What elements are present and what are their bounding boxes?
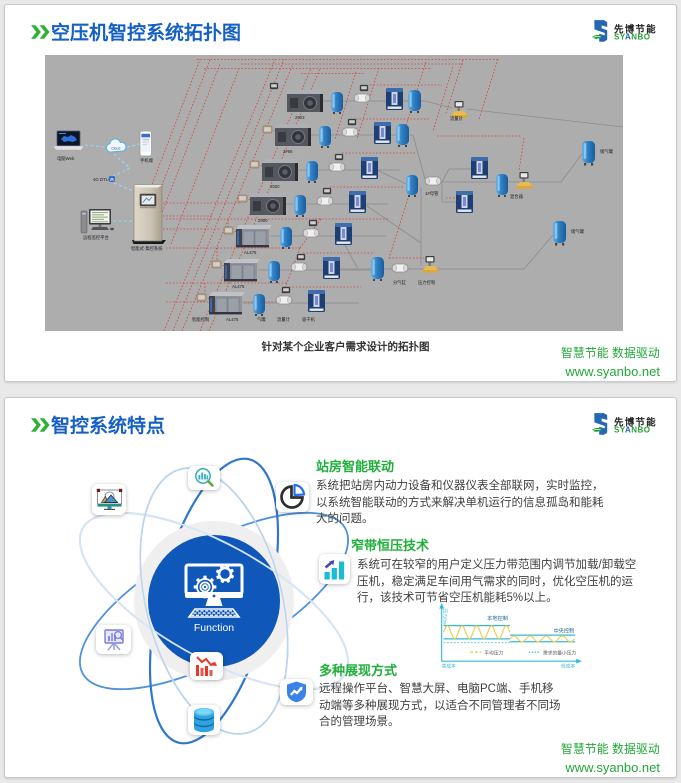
svg-text:1#母管: 1#母管 bbox=[425, 190, 439, 197]
svg-text:先博节能: 先博节能 bbox=[614, 417, 657, 429]
svg-text:气罐: 气罐 bbox=[257, 316, 266, 323]
svg-text:SYANBO: SYANBO bbox=[614, 426, 651, 435]
svg-text:2500: 2500 bbox=[270, 184, 280, 189]
svg-text:本地控制: 本地控制 bbox=[487, 614, 508, 622]
svg-text:智能控制: 智能控制 bbox=[192, 316, 209, 323]
svg-text:远程监控平台: 远程监控平台 bbox=[83, 234, 109, 241]
svg-text:分气缸: 分气缸 bbox=[393, 279, 407, 286]
svg-text:低成本: 低成本 bbox=[561, 662, 575, 669]
svg-text:高成本: 高成本 bbox=[442, 662, 456, 669]
svg-text:中央控制: 中央控制 bbox=[553, 626, 574, 634]
svg-text:Function: Function bbox=[194, 622, 234, 634]
svg-text:储气罐: 储气罐 bbox=[600, 148, 614, 155]
svg-text:手机端: 手机端 bbox=[140, 157, 154, 164]
svg-text:平均压力: 平均压力 bbox=[484, 650, 503, 657]
svg-text:压力控制: 压力控制 bbox=[418, 279, 435, 286]
svg-text:智能式·集控系统: 智能式·集控系统 bbox=[131, 245, 163, 252]
svg-text:储气罐: 储气罐 bbox=[571, 228, 585, 235]
svg-text:压力/bar: 压力/bar bbox=[442, 609, 449, 627]
svg-text:先博节能: 先博节能 bbox=[614, 24, 657, 36]
svg-text:4G DTU: 4G DTU bbox=[93, 177, 109, 182]
svg-text:AL475: AL475 bbox=[232, 284, 245, 289]
svg-text:混合器: 混合器 bbox=[510, 193, 524, 200]
svg-text:流量计: 流量计 bbox=[277, 316, 291, 323]
svg-text:AL475: AL475 bbox=[244, 250, 257, 255]
svg-text:流量計: 流量計 bbox=[450, 115, 464, 122]
svg-text:电脑Web: 电脑Web bbox=[57, 155, 75, 162]
svg-text:AL475: AL475 bbox=[226, 317, 239, 322]
svg-text:需求的最小压力: 需求的最小压力 bbox=[543, 650, 576, 657]
svg-text:Cloud: Cloud bbox=[111, 147, 120, 151]
svg-text:2900: 2900 bbox=[258, 218, 268, 223]
svg-text:2903: 2903 bbox=[295, 115, 305, 120]
svg-text:SYANBO: SYANBO bbox=[614, 33, 651, 42]
svg-text:吸干机: 吸干机 bbox=[302, 316, 316, 323]
svg-text:2#66: 2#66 bbox=[283, 149, 293, 154]
